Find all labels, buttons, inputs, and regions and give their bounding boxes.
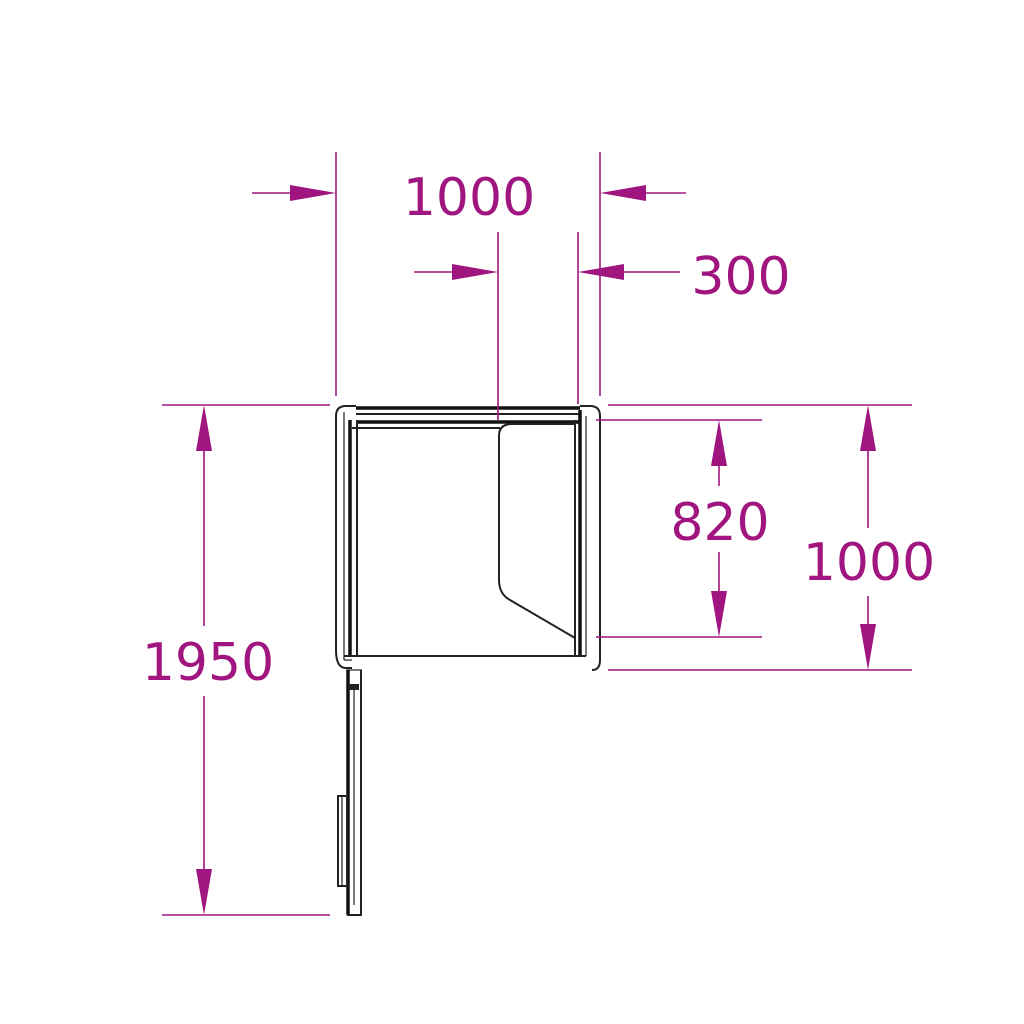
mast-joint <box>349 684 359 690</box>
arrow-820-top <box>711 420 727 466</box>
arrow-1950-top <box>196 405 212 451</box>
arrow-left-outer <box>290 185 336 201</box>
arrow-820-bottom <box>711 591 727 637</box>
dimension-lines: 1000 300 1950 820 1000 <box>142 152 935 916</box>
arrow-1000-right-bottom <box>860 624 876 670</box>
arrow-right-outer <box>600 185 646 201</box>
arrow-1000-right-top <box>860 405 876 451</box>
dim-label-outer-height: 1000 <box>803 533 935 593</box>
arrow-inner-left <box>452 264 498 280</box>
housing-left-edge <box>335 405 356 650</box>
housing-bottom-left-corner <box>335 649 352 669</box>
machine-part-outline <box>335 405 601 916</box>
arrow-offset-right <box>578 264 624 280</box>
dim-label-right-offset: 300 <box>691 247 790 307</box>
dim-label-inner-height: 820 <box>670 493 769 553</box>
arrow-1950-bottom <box>196 869 212 915</box>
housing-right-edge <box>580 405 601 671</box>
inner-curved-shield <box>498 423 576 639</box>
dim-label-top-width: 1000 <box>403 168 535 228</box>
dim-label-total-height: 1950 <box>142 633 274 693</box>
